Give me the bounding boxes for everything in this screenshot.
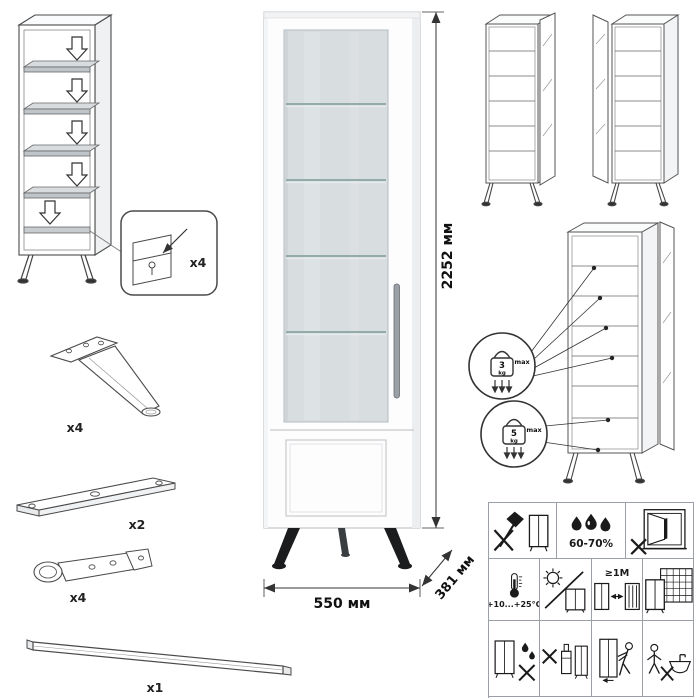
load-capacity-diagram: 3 kg max 5 kg max bbox=[468, 221, 675, 484]
hinge-arm bbox=[57, 552, 137, 582]
leg-part-drawing: x4 bbox=[49, 336, 161, 435]
care-pictogram-grid: 60-70% +10... bbox=[488, 502, 694, 698]
down-arrow-icon bbox=[38, 200, 62, 225]
temperature-cell: +10...+25°C bbox=[489, 559, 541, 621]
load-value: 3 bbox=[499, 361, 505, 371]
down-arrows-icon bbox=[491, 380, 513, 394]
weight-icon bbox=[493, 350, 511, 359]
width-dimension-label: 550 мм bbox=[314, 596, 371, 612]
wall-grid-icon bbox=[645, 567, 693, 613]
no-sharp-tools-cell bbox=[489, 503, 558, 559]
wall-fixing-cell bbox=[642, 559, 694, 621]
cabinet-render: 2252 мм 550 мм 381 мм bbox=[263, 11, 479, 612]
cabinet-legs bbox=[272, 528, 412, 570]
load-unit: kg bbox=[510, 439, 518, 445]
down-arrow-icon bbox=[65, 36, 89, 61]
glass-door bbox=[283, 29, 400, 423]
width-dimension: 550 мм bbox=[263, 579, 421, 612]
cabinet-leg bbox=[384, 528, 410, 564]
hinge-drawing: x4 bbox=[33, 548, 153, 605]
open-door bbox=[592, 14, 609, 184]
handle-drawing: x1 bbox=[26, 639, 292, 695]
bottom-door bbox=[270, 429, 414, 517]
load-max-label: max bbox=[514, 358, 530, 366]
bottom-rail bbox=[23, 226, 91, 234]
arrowhead-icon bbox=[431, 517, 441, 528]
no-direct-sun-cell bbox=[540, 559, 592, 621]
humidity-cell: 60-70% bbox=[557, 503, 626, 559]
down-arrow-icon bbox=[65, 120, 89, 145]
no-open-window-cell bbox=[625, 503, 694, 559]
heat-distance-icon: ≥1M bbox=[593, 568, 640, 610]
thermometer-icon bbox=[510, 573, 523, 598]
no-climb-sink-icon bbox=[646, 643, 691, 681]
shelf-lines bbox=[572, 265, 638, 419]
leg-qty: x4 bbox=[67, 420, 84, 435]
humidity-label: 60-70% bbox=[568, 538, 614, 551]
heat-distance-cell: ≥1M bbox=[591, 559, 643, 621]
hinge-qty: x4 bbox=[70, 590, 87, 605]
weight-icon bbox=[505, 418, 523, 427]
down-arrow-icon bbox=[65, 78, 89, 103]
height-dimension: 2252 мм bbox=[422, 11, 456, 529]
down-arrow-icon bbox=[65, 162, 89, 187]
handle-qty: x1 bbox=[147, 680, 164, 695]
leg-arm bbox=[77, 345, 160, 415]
leg-mounting-plate bbox=[49, 336, 119, 363]
temperature-label: +10...+25°C bbox=[489, 600, 541, 609]
door-inset-panel bbox=[285, 439, 387, 517]
assembly-shelves-diagram: x4 bbox=[17, 14, 218, 296]
door-reversal-right bbox=[592, 14, 680, 207]
load-value: 5 bbox=[511, 429, 517, 439]
rail-qty: x2 bbox=[129, 517, 146, 532]
no-spill-icon bbox=[494, 639, 536, 681]
arrowhead-icon bbox=[163, 243, 173, 253]
no-solvent-cell bbox=[540, 621, 592, 697]
door-reversal-left bbox=[481, 12, 556, 207]
glass-shelf-load-badge: 3 kg max bbox=[468, 332, 536, 400]
open-door bbox=[659, 221, 675, 451]
arrowhead-icon bbox=[422, 574, 433, 586]
open-door bbox=[539, 12, 556, 186]
no-spill-cell bbox=[489, 621, 541, 697]
no-sharp-tools-icon bbox=[493, 511, 549, 551]
cabinet-leg bbox=[274, 528, 300, 564]
load-max-label: max bbox=[526, 426, 542, 434]
door-reversal-diagrams bbox=[481, 12, 680, 207]
shelf-insert-steps bbox=[22, 36, 101, 234]
water-drops-icon bbox=[571, 513, 611, 532]
shelf-pin-qty: x4 bbox=[190, 255, 207, 270]
depth-dimension-label: 381 мм bbox=[433, 553, 479, 603]
glass-shelves bbox=[286, 103, 386, 336]
arrowhead-icon bbox=[441, 550, 452, 562]
leg-foot bbox=[141, 407, 161, 417]
carcass-front bbox=[18, 24, 96, 256]
no-direct-sun-icon bbox=[543, 567, 586, 613]
door-handle bbox=[393, 283, 400, 399]
shelf-rail-drawing: x2 bbox=[16, 477, 176, 532]
height-dimension-label: 2252 мм bbox=[440, 223, 456, 290]
bottom-shelf-load-badge: 5 kg max bbox=[480, 400, 548, 468]
no-solvent-icon bbox=[542, 643, 589, 679]
carcass-side bbox=[94, 14, 112, 256]
cabinet-legs bbox=[562, 452, 646, 484]
arrowhead-icon bbox=[264, 583, 275, 593]
load-unit: kg bbox=[498, 371, 506, 377]
carry-cabinet-cell bbox=[591, 621, 643, 697]
down-arrows-icon bbox=[503, 447, 525, 460]
no-open-window-icon bbox=[630, 508, 688, 555]
arrowhead-icon bbox=[431, 12, 441, 23]
glass-panel bbox=[283, 29, 389, 423]
cabinet-legs bbox=[17, 254, 97, 284]
arrowhead-icon bbox=[409, 583, 420, 593]
shelf-pin-detail-callout: x4 bbox=[120, 210, 218, 296]
hinge-cup bbox=[33, 561, 63, 583]
no-climb-sink-cell bbox=[642, 621, 694, 697]
carry-cabinet-icon bbox=[598, 638, 633, 683]
distance-label: ≥1M bbox=[604, 568, 629, 579]
depth-dimension: 381 мм bbox=[421, 549, 479, 603]
